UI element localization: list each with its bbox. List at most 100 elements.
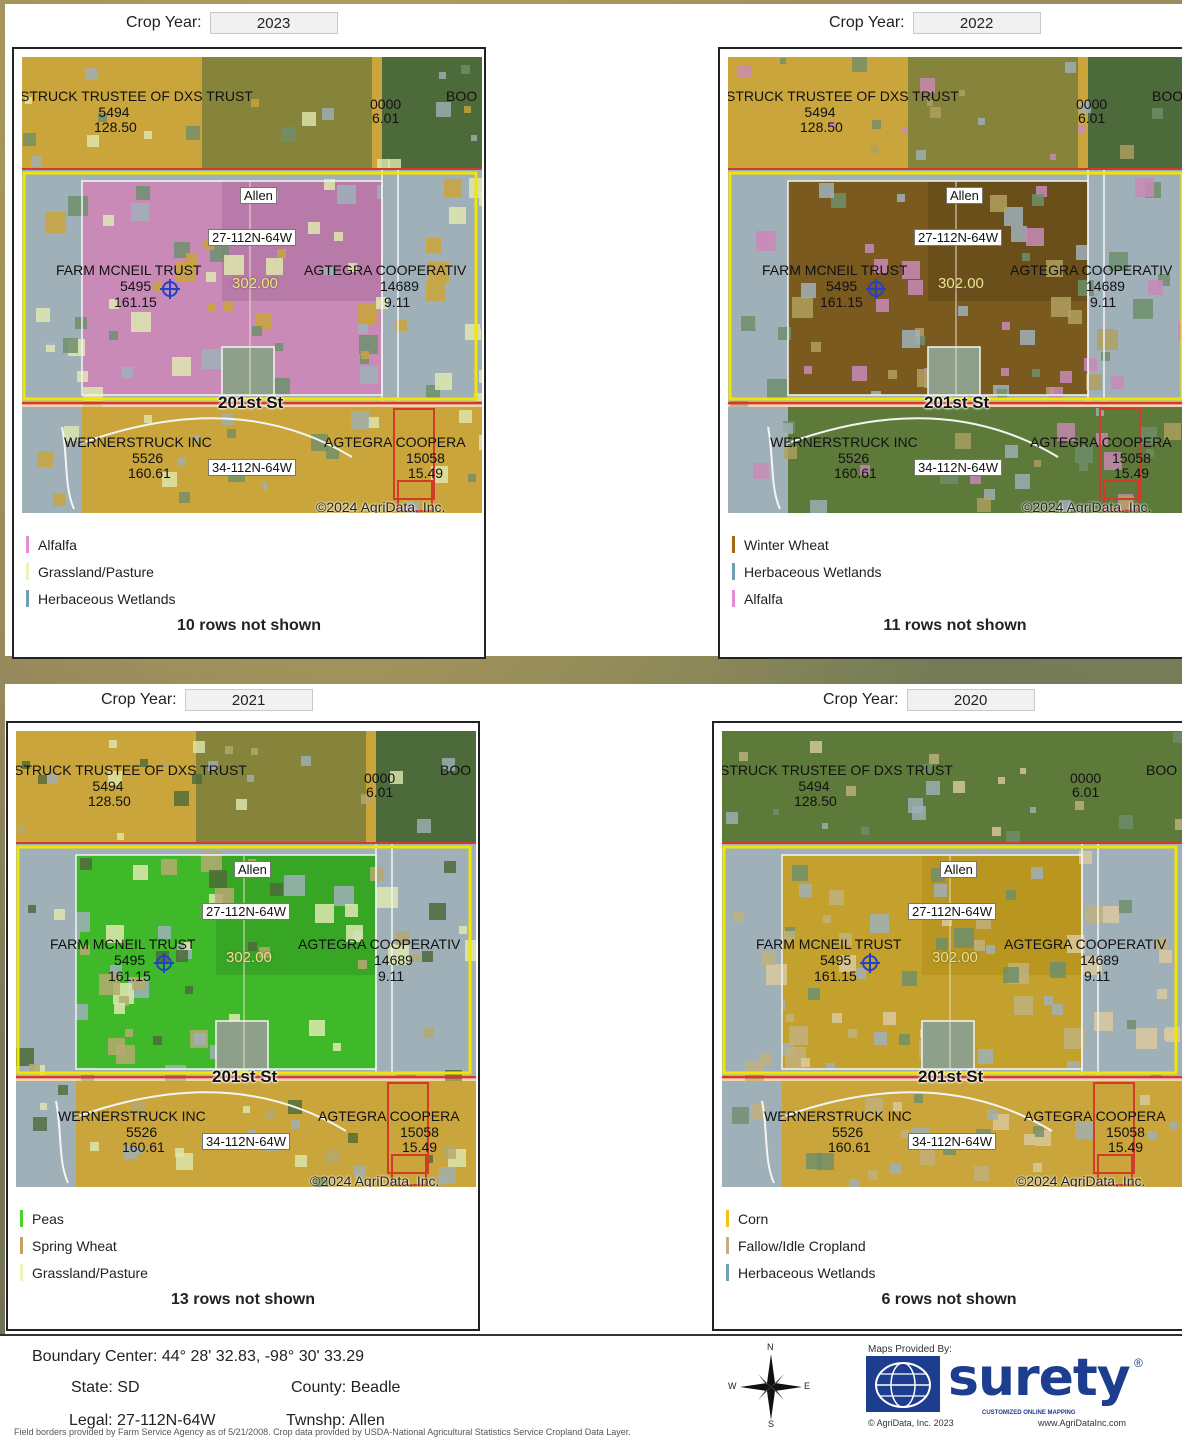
owner-label-east: AGTEGRA COOPERATIV	[304, 262, 467, 278]
owner-label-north: STRUCK TRUSTEE OF DXS TRUST	[22, 88, 253, 104]
owner-label-south: WERNERSTRUCK INC	[770, 434, 918, 450]
legend-swatch	[26, 536, 29, 553]
crop-map-graphic	[22, 57, 482, 513]
map-copyright: ©2024 AgriData, Inc.	[316, 499, 446, 513]
section-tag-south: 34-112N-64W	[914, 459, 1002, 476]
legend-swatch	[726, 1210, 729, 1227]
parcel-id-north: 5494	[798, 778, 830, 794]
township-tag: Allen	[240, 187, 277, 204]
parcel-id-east: 14689	[374, 952, 413, 968]
field-acres-center: 302.00	[938, 275, 984, 292]
parcel-acres-south: 160.61	[128, 465, 171, 481]
legend-swatch	[20, 1210, 23, 1227]
legend-label: Alfalfa	[744, 590, 783, 607]
compass-rose-icon: N S W E	[728, 1342, 814, 1429]
parcel-acres-south-east: 15.49	[408, 465, 444, 481]
map-copyright: ©2024 AgriData, Inc.	[310, 1173, 440, 1187]
parcel-id-south: 5526	[838, 450, 870, 466]
fine-print: Field borders provided by Farm Service A…	[14, 1427, 631, 1437]
owner-label-farm: FARM MCNEIL TRUST	[56, 262, 202, 278]
hidden-rows-note: 13 rows not shown	[170, 1291, 315, 1308]
boundary-label: Boundary Center:	[32, 1348, 158, 1365]
parcel-acres-farm: 161.15	[820, 294, 863, 310]
legal-label: Legal:	[69, 1412, 113, 1429]
parcel-id-small: 0000	[1070, 770, 1102, 786]
section-tag-south: 34-112N-64W	[208, 459, 296, 476]
crop-year-value[interactable]: 2022	[912, 12, 1041, 34]
parcel-acres-east: 9.11	[384, 294, 411, 310]
parcel-acres-south-east: 15.49	[402, 1139, 438, 1155]
legend-label: Grassland/Pasture	[32, 1264, 148, 1281]
parcel-acres-farm: 161.15	[108, 968, 151, 984]
maps-provided-label: Maps Provided By:	[868, 1344, 952, 1355]
legend-label: Herbaceous Wetlands	[744, 563, 882, 580]
map-copyright: ©2024 AgriData, Inc.	[1016, 1173, 1146, 1187]
parcel-id-south-east: 15058	[400, 1124, 439, 1140]
crop-year-value[interactable]: 2020	[906, 689, 1035, 711]
parcel-id-south: 5526	[832, 1124, 864, 1140]
compass-n: N	[767, 1342, 774, 1352]
owner-label-farm: FARM MCNEIL TRUST	[50, 936, 196, 952]
crop-map-graphic	[722, 731, 1182, 1187]
legend-item: Grassland/Pasture	[20, 1259, 148, 1286]
township: Twnshp: Allen	[286, 1412, 385, 1430]
legend-item: Peas	[20, 1205, 148, 1232]
county-value: Beadle	[350, 1379, 401, 1396]
crop-map-graphic	[16, 731, 476, 1187]
legend-item: Alfalfa	[732, 585, 881, 612]
hidden-rows-note: 10 rows not shown	[176, 617, 321, 634]
compass-e: E	[804, 1381, 811, 1391]
owner-label-corner: BOO	[440, 762, 472, 778]
crop-year-label: Crop Year:	[101, 691, 177, 708]
parcel-id-east: 14689	[1086, 278, 1125, 294]
section-tag-south: 34-112N-64W	[908, 1133, 996, 1150]
parcel-acres-south: 160.61	[122, 1139, 165, 1155]
legend-label: Peas	[32, 1210, 64, 1227]
legend-swatch	[20, 1264, 23, 1281]
owner-label-farm: FARM MCNEIL TRUST	[756, 936, 902, 952]
logo-copyright: © AgriData, Inc. 2023	[868, 1418, 954, 1428]
parcel-acres-north: 128.50	[794, 793, 837, 809]
crop-map-graphic	[728, 57, 1182, 513]
surety-logo[interactable]: Maps Provided By: surety ® CUSTOMIZED ON…	[866, 1342, 1166, 1432]
parcel-id-north: 5494	[98, 104, 130, 120]
township-tag: Allen	[946, 187, 983, 204]
crop-year-2021: Crop Year: 2021	[101, 685, 313, 715]
parcel-acres-south: 160.61	[828, 1139, 871, 1155]
crop-year-value[interactable]: 2023	[209, 12, 338, 34]
legend-label: Alfalfa	[38, 536, 77, 553]
owner-label-north: STRUCK TRUSTEE OF DXS TRUST	[722, 762, 953, 778]
owner-label-south-east: AGTEGRA COOPERA	[1030, 434, 1172, 450]
legend-swatch	[732, 563, 735, 580]
boundary-value: 44° 28' 32.83, -98° 30' 33.29	[161, 1348, 365, 1365]
owner-label-south: WERNERSTRUCK INC	[764, 1108, 912, 1124]
township-tag: Allen	[234, 861, 271, 878]
parcel-id-north: 5494	[92, 778, 124, 794]
twnshp-value: Allen	[349, 1412, 385, 1429]
parcel-acres-south-east: 15.49	[1108, 1139, 1144, 1155]
crop-year-value[interactable]: 2021	[184, 689, 313, 711]
hidden-rows-note: 11 rows not shown	[883, 617, 1027, 634]
legend-item: Winter Wheat	[732, 531, 881, 558]
legend-swatch	[726, 1264, 729, 1281]
road-label: 201st St	[924, 393, 990, 412]
crop-year-label: Crop Year:	[829, 14, 905, 31]
owner-label-south: WERNERSTRUCK INC	[64, 434, 212, 450]
parcel-id-east: 14689	[1080, 952, 1119, 968]
legend-item: Alfalfa	[26, 531, 175, 558]
legend-swatch	[26, 563, 29, 580]
parcel-id-south-east: 15058	[406, 450, 445, 466]
legend-swatch	[26, 590, 29, 607]
parcel-acres-east: 9.11	[378, 968, 405, 984]
parcel-id-farm: 5495	[114, 952, 146, 968]
legal-value: 27-112N-64W	[117, 1412, 216, 1429]
